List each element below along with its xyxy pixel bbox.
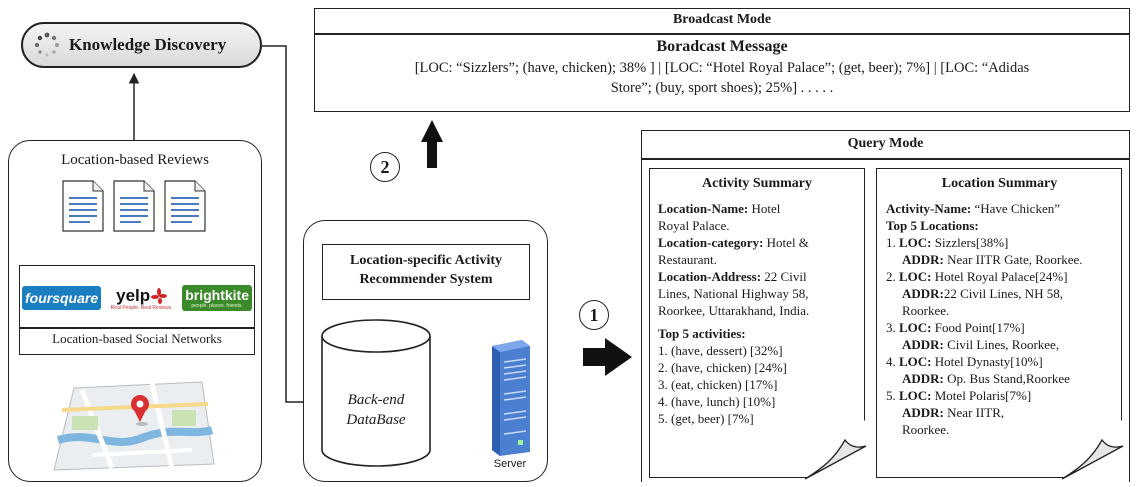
database-icon	[321, 319, 431, 467]
block-arrow-right	[583, 338, 632, 376]
addr-value: Roorkee.	[902, 303, 950, 318]
loc-key: LOC:	[899, 354, 932, 369]
activity-summary-card: Activity Summary Location-Name: Hotel Ro…	[649, 168, 865, 478]
location-name-value: Hotel	[751, 201, 781, 216]
loc-value: Food Point[17%]	[934, 320, 1025, 335]
addr-key: ADDR:	[902, 405, 944, 420]
addr-value: 22 Civil Lines, NH 58,	[943, 286, 1064, 301]
step-2-badge: 2	[370, 152, 400, 182]
reviews-title: Location-based Reviews	[61, 152, 209, 168]
activity-item: 4. (have, lunch) [10%]	[658, 394, 776, 409]
yelp-logo: yelp Real People. Real Reviews.	[111, 286, 173, 311]
map-icon	[52, 380, 216, 476]
broadcast-message-title: Boradcast Message	[656, 38, 788, 55]
loc-value: Hotel Dynasty[10%]	[934, 354, 1043, 369]
loc-key: LOC:	[899, 235, 932, 250]
loc-value: Sizzlers[38%]	[934, 235, 1009, 250]
activity-name-value: “Have Chicken”	[974, 201, 1060, 216]
database-label: DataBase	[346, 412, 406, 428]
location-address-key: Location-Address:	[658, 269, 762, 284]
top-locations-title: Top 5 Locations:	[886, 218, 979, 233]
location-name-value: Royal Palace.	[658, 218, 730, 233]
brightkite-wordmark: brightkite	[185, 287, 249, 303]
logos-strip: foursquare yelp Real People. Real Review…	[22, 270, 252, 326]
rank-number: 3.	[886, 320, 896, 335]
recommender-title-line: Location-specific Activity	[349, 253, 503, 268]
networks-label: Location-based Social Networks	[52, 331, 222, 346]
activity-item: 3. (eat, chicken) [17%]	[658, 377, 778, 392]
broadcast-message-line: [LOC: “Sizzlers”; (have, chicken); 38% ]…	[414, 60, 1030, 76]
location-address-value: 22 Civil	[764, 269, 807, 284]
page-curl-icon	[1062, 418, 1124, 480]
addr-key: ADDR:	[902, 337, 944, 352]
location-address-value: Roorkee, Uttarakhand, India.	[658, 303, 810, 318]
yelp-wordmark: yelp	[116, 285, 151, 305]
server-label: Server	[493, 458, 527, 470]
top-activities-title: Top 5 activities:	[658, 326, 746, 341]
location-summary-title: Location Summary	[941, 176, 1058, 191]
activity-item: 5. (get, beer) [7%]	[658, 411, 754, 426]
networks-divider	[19, 327, 255, 329]
location-category-value: Hotel &	[766, 235, 809, 250]
location-address-value: Lines, National Highway 58,	[658, 286, 809, 301]
database-label: Back-end	[347, 392, 405, 408]
location-category-key: Location-category:	[658, 235, 764, 250]
page-curl-icon	[805, 418, 867, 480]
brightkite-logo: brightkite people. places. friends.	[182, 285, 252, 311]
rank-number: 2.	[886, 269, 896, 284]
rank-number: 1.	[886, 235, 896, 250]
step-1-badge: 1	[579, 300, 609, 330]
recommender-title-box	[322, 244, 530, 300]
addr-key: ADDR:	[902, 371, 944, 386]
location-summary-card: Location Summary Activity-Name: “Have Ch…	[876, 168, 1122, 478]
foursquare-logo: foursquare	[22, 286, 102, 310]
brightkite-tagline: people. places. friends.	[191, 303, 243, 309]
location-name-key: Location-Name:	[658, 201, 749, 216]
location-category-value: Restaurant.	[658, 252, 717, 267]
loc-key: LOC:	[899, 320, 932, 335]
activity-name-key: Activity-Name:	[886, 201, 972, 216]
addr-key: ADDR:	[902, 286, 944, 301]
document-icon	[164, 180, 206, 236]
loc-key: LOC:	[899, 269, 932, 284]
rank-number: 5.	[886, 388, 896, 403]
yelp-burst-icon	[151, 287, 168, 304]
loc-value: Hotel Royal Palace[24%]	[934, 269, 1068, 284]
server-icon	[492, 340, 530, 456]
rank-number: 4.	[886, 354, 896, 369]
activity-item: 2. (have, chicken) [24%]	[658, 360, 787, 375]
loc-key: LOC:	[899, 388, 932, 403]
loading-spinner-icon	[35, 32, 59, 57]
broadcast-message-line: Store”; (buy, sport shoes); 25%] . . . .…	[610, 80, 834, 96]
addr-value: Near IITR,	[947, 405, 1005, 420]
addr-key: ADDR:	[902, 252, 944, 267]
query-divider	[641, 158, 1130, 160]
loc-value: Motel Polaris[7%]	[934, 388, 1032, 403]
block-arrow-up	[421, 120, 443, 168]
addr-value: Op. Bus Stand,Roorkee	[947, 371, 1070, 386]
document-icon	[113, 180, 155, 236]
broadcast-header: Broadcast Mode	[672, 12, 772, 27]
knowledge-discovery-node: Knowledge Discovery	[21, 22, 262, 68]
activity-summary-title: Activity Summary	[701, 176, 813, 191]
broadcast-divider	[314, 33, 1130, 35]
addr-value: Near IITR Gate, Roorkee.	[947, 252, 1083, 267]
knowledge-discovery-label: Knowledge Discovery	[69, 35, 227, 54]
activity-item: 1. (have, dessert) [32%]	[658, 343, 783, 358]
addr-value: Civil Lines, Roorkee,	[947, 337, 1060, 352]
addr-value: Roorkee.	[902, 422, 950, 437]
document-icon	[62, 180, 104, 236]
query-header: Query Mode	[847, 136, 924, 151]
yelp-tagline: Real People. Real Reviews.	[110, 304, 173, 311]
arrow-kd-to-database	[262, 45, 316, 408]
recommender-title-line: Recommender System	[359, 272, 493, 287]
broadcast-panel	[314, 8, 1130, 112]
